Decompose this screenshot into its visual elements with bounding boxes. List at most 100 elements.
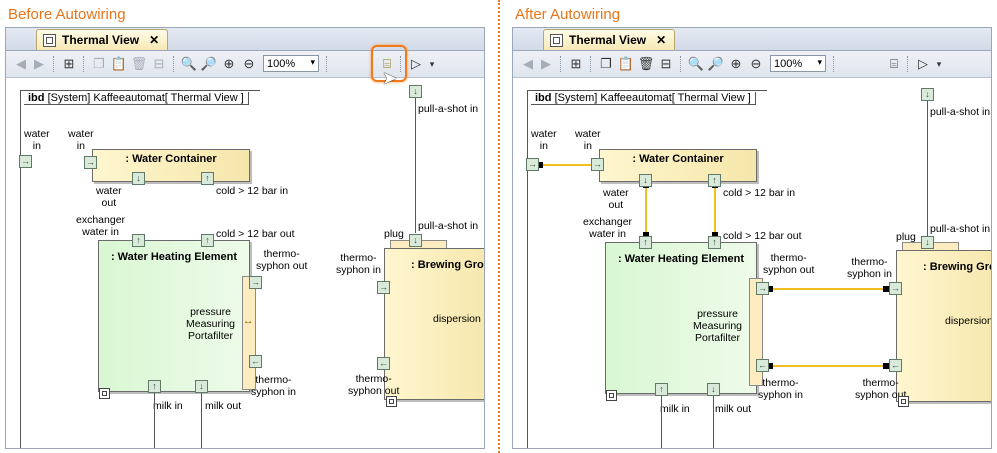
port-pull-a-shot-frame[interactable]: ↓ <box>409 85 422 98</box>
toolbar: ◀ ▶ ⊞ ❐ 📋 🗑 ⊟ 🔍 🔎 ⊕ ⊖ 100% ▾ ⌸ ▷ ▾ <box>513 51 991 78</box>
block-title: : Water Container <box>632 153 724 165</box>
port-water-in[interactable]: → <box>84 156 97 169</box>
run-icon[interactable]: ▷ <box>411 56 421 71</box>
paste-icon[interactable]: 📋 <box>110 56 128 71</box>
block-title: : Brewing Gro <box>923 261 992 273</box>
connector-water-in[interactable] <box>539 164 599 166</box>
forward-icon[interactable]: ▶ <box>541 56 551 71</box>
port-thermo-syphon-out[interactable]: → <box>249 276 262 289</box>
label-pull-a-shot-in: pull-a-shot in <box>418 220 479 232</box>
zoom-in-icon[interactable]: ⊕ <box>730 56 742 71</box>
label-cold-out: cold > 12 bar out <box>216 228 295 240</box>
delete-from-model-icon[interactable]: ⊟ <box>153 56 165 71</box>
port-milk-out[interactable]: ↓ <box>195 380 208 393</box>
delete-icon[interactable]: 🗑 <box>637 56 655 71</box>
port-milk-in[interactable]: ↑ <box>655 383 668 396</box>
zoom-fit-icon[interactable]: 🔍 <box>687 56 705 71</box>
label-water-in-frame: water in <box>24 128 50 152</box>
port-thermo-syphon-out-right[interactable]: ← <box>889 359 902 372</box>
tab-thermal-view[interactable]: Thermal View ✕ <box>36 29 169 50</box>
frame-kind: ibd <box>28 92 45 104</box>
connector-end <box>537 162 543 168</box>
run-options-icon[interactable]: ▾ <box>936 58 942 69</box>
zoom-out-icon[interactable]: ⊖ <box>243 56 255 71</box>
block-title: : Brewing Gro <box>411 259 484 271</box>
port-thermo-syphon-in-right[interactable]: → <box>377 281 390 294</box>
before-panel: Before Autowiring Thermal View ✕ ◀ ▶ ⊞ ❐… <box>0 0 490 453</box>
zoom-selection-icon[interactable]: 🔎 <box>707 56 725 71</box>
block-brewing-group[interactable]: : Brewing Gro dispersion <box>896 250 992 402</box>
tab-thermal-view[interactable]: Thermal View ✕ <box>543 29 676 50</box>
connector-thermo-syphon-in[interactable] <box>770 365 885 367</box>
port-thermo-syphon-in[interactable]: ← <box>249 355 262 368</box>
port-water-out[interactable]: ↓ <box>132 172 145 185</box>
paste-icon[interactable]: 📋 <box>617 56 635 71</box>
port-thermo-syphon-in[interactable]: ← <box>756 359 769 372</box>
zoom-fit-icon[interactable]: 🔍 <box>180 56 198 71</box>
containment-tree-icon[interactable]: ⊞ <box>63 56 75 71</box>
port-milk-out[interactable]: ↓ <box>707 383 720 396</box>
port-water-in-frame[interactable]: → <box>526 158 539 171</box>
block-brewing-group[interactable]: : Brewing Gro dispersion <box>384 248 484 400</box>
zoom-in-icon[interactable]: ⊕ <box>223 56 235 71</box>
separator <box>560 56 562 72</box>
containment-tree-icon[interactable]: ⊞ <box>570 56 582 71</box>
label-thermo-syphon-out: thermo- syphon out <box>763 252 815 276</box>
zoom-select[interactable]: 100% ▾ <box>770 55 826 72</box>
back-icon[interactable]: ◀ <box>523 56 533 71</box>
port-water-in-frame[interactable]: → <box>19 155 32 168</box>
close-icon[interactable]: ✕ <box>656 33 667 47</box>
block-water-heating-element[interactable]: : Water Heating Element <box>605 242 757 394</box>
delete-icon[interactable]: 🗑 <box>130 56 148 71</box>
run-options-icon[interactable]: ▾ <box>429 58 435 69</box>
part-structure-icon <box>606 390 617 401</box>
connector-water-out[interactable] <box>645 185 647 235</box>
port-thermo-syphon-out[interactable]: → <box>756 282 769 295</box>
zoom-out-icon[interactable]: ⊖ <box>750 56 762 71</box>
port-cold-in[interactable]: ↑ <box>201 172 214 185</box>
port-thermo-syphon-in-right[interactable]: → <box>889 282 902 295</box>
frame-border-top <box>527 90 767 91</box>
chevron-down-icon: ▾ <box>310 57 315 67</box>
label-plug: plug <box>384 228 404 240</box>
line-milk-out <box>201 393 202 448</box>
port-water-out[interactable]: ↓ <box>639 174 652 187</box>
back-icon[interactable]: ◀ <box>16 56 26 71</box>
block-water-heating-element[interactable]: : Water Heating Element <box>98 240 250 392</box>
port-pull-a-shot-in[interactable]: ↓ <box>921 236 934 249</box>
close-icon[interactable]: ✕ <box>149 33 160 47</box>
label-thermo-syphon-in-right: thermo- syphon in <box>847 256 892 280</box>
copy-icon[interactable]: ❐ <box>600 56 612 71</box>
port-milk-in[interactable]: ↑ <box>148 380 161 393</box>
port-cold-out[interactable]: ↑ <box>201 234 214 247</box>
connector-cold[interactable] <box>714 185 716 235</box>
port-water-in[interactable]: → <box>591 158 604 171</box>
label-milk-in: milk in <box>660 403 690 415</box>
port-exchanger-water-in[interactable]: ↑ <box>639 236 652 249</box>
part-structure-icon <box>386 396 397 407</box>
copy-icon[interactable]: ❐ <box>93 56 105 71</box>
block-water-container[interactable]: : Water Container <box>599 149 757 182</box>
port-pull-a-shot-frame[interactable]: ↓ <box>921 88 934 101</box>
run-icon[interactable]: ▷ <box>918 56 928 71</box>
port-cold-in[interactable]: ↑ <box>708 174 721 187</box>
connector-end <box>883 286 889 292</box>
autowire-icon[interactable]: ⌸ <box>383 56 391 71</box>
bidirectional-port-icon: ↔ <box>243 315 254 327</box>
label-water-out: water out <box>96 185 122 209</box>
port-cold-out[interactable]: ↑ <box>708 236 721 249</box>
autowire-icon[interactable]: ⌸ <box>890 56 898 71</box>
separator <box>53 56 55 72</box>
label-cold-out: cold > 12 bar out <box>723 230 802 242</box>
port-pull-a-shot-in[interactable]: ↓ <box>409 234 422 247</box>
delete-from-model-icon[interactable]: ⊟ <box>660 56 672 71</box>
forward-icon[interactable]: ▶ <box>34 56 44 71</box>
zoom-selection-icon[interactable]: 🔎 <box>200 56 218 71</box>
port-exchanger-water-in[interactable]: ↑ <box>132 234 145 247</box>
connector-thermo-syphon-out[interactable] <box>770 288 885 290</box>
separator <box>173 56 175 72</box>
label-milk-out: milk out <box>715 403 752 415</box>
zoom-select[interactable]: 100% ▾ <box>263 55 319 72</box>
port-thermo-syphon-out-right[interactable]: ← <box>377 357 390 370</box>
block-water-container[interactable]: : Water Container <box>92 149 250 182</box>
